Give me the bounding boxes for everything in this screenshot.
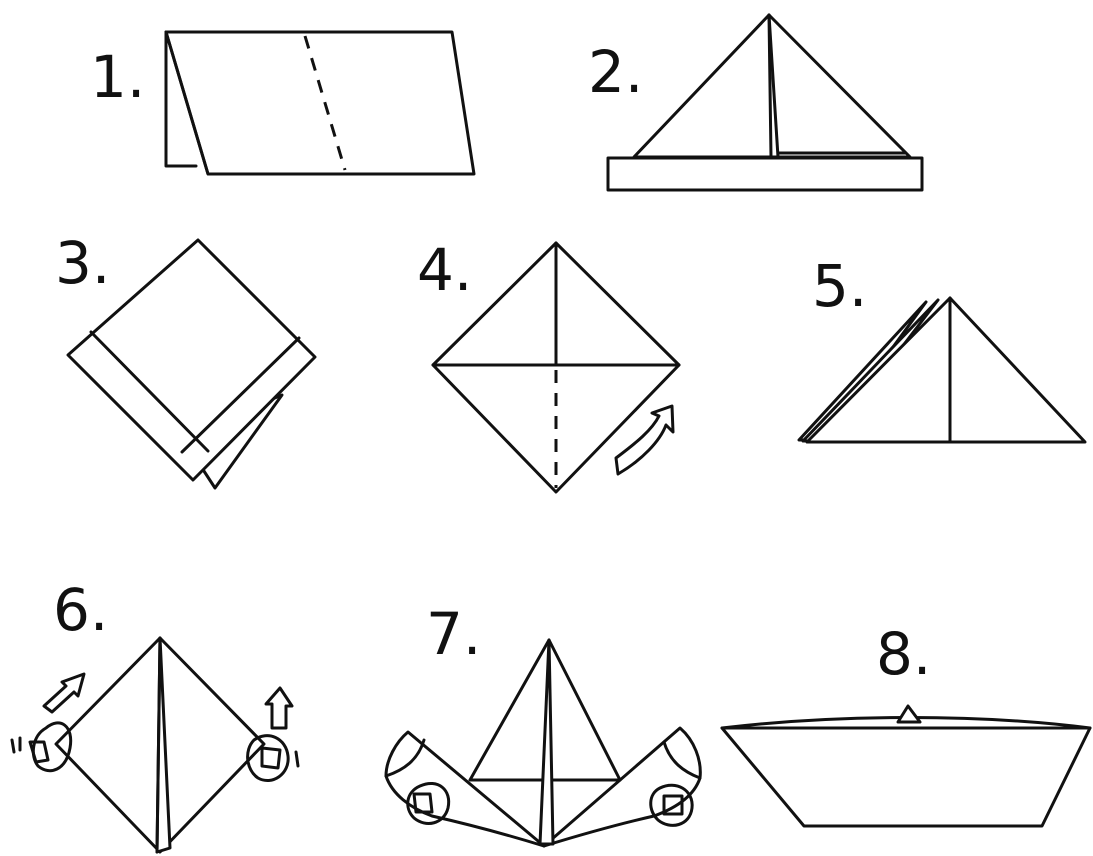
step-3-illustration <box>66 238 317 490</box>
step-3: 3. <box>55 229 317 490</box>
arrow-up-right-icon <box>42 672 86 714</box>
step-8: 8. <box>720 620 1092 828</box>
step-4-illustration <box>431 241 681 494</box>
step-4-number: 4. <box>417 236 472 304</box>
step-7-illustration <box>384 638 702 848</box>
step-6-illustration <box>10 636 300 854</box>
step-2-number: 2. <box>588 38 643 106</box>
step-1: 1. <box>90 30 476 176</box>
step-7-number: 7. <box>426 600 481 668</box>
step-7: 7. <box>384 600 702 848</box>
step-1-number: 1. <box>90 43 145 111</box>
step-6: 6. <box>10 576 300 854</box>
step-8-illustration <box>720 704 1092 828</box>
step-6-number: 6. <box>53 576 108 644</box>
arrow-up-icon <box>264 686 294 730</box>
step-5-number: 5. <box>812 252 867 320</box>
step-5: 5. <box>797 252 1087 444</box>
step-4: 4. <box>417 236 681 494</box>
step-5-illustration <box>797 296 1087 444</box>
step-8-number: 8. <box>876 620 931 688</box>
step-3-number: 3. <box>55 229 110 297</box>
step-1-illustration <box>164 30 476 176</box>
step-2-illustration <box>606 13 924 192</box>
curved-arrow-icon <box>614 404 675 476</box>
step-2: 2. <box>588 13 924 192</box>
